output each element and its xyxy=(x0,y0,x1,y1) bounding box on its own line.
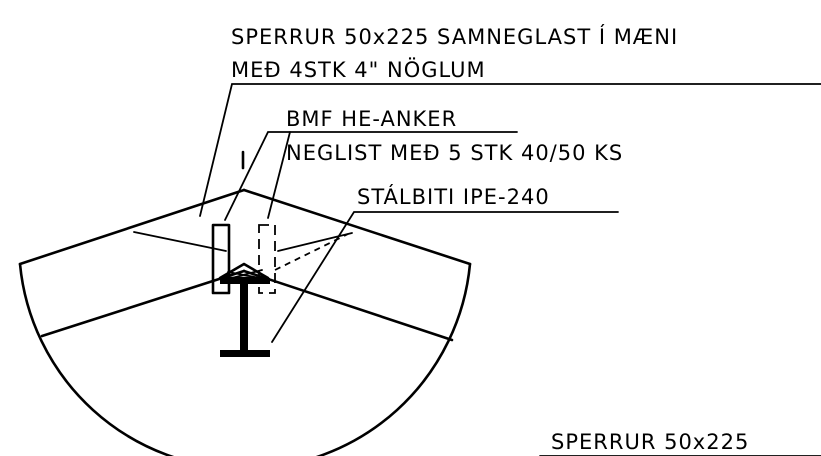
right-rafter-top-edge xyxy=(242,188,472,266)
ridge-joint-left xyxy=(133,231,227,252)
label-rafter-spec-line1: SPERRUR 50x225 SAMNEGLAST Í MÆNI xyxy=(231,24,678,49)
he-anchor-left xyxy=(211,223,231,295)
left-rafter-top-edge xyxy=(18,188,246,266)
label-steel-beam: STÁLBITI IPE-240 xyxy=(357,184,550,209)
leader-rafter-spec xyxy=(199,83,821,217)
ipe-bottom-flange xyxy=(220,350,270,357)
left-rafter-bottom-edge xyxy=(40,269,246,338)
leader-steel-beam xyxy=(271,211,619,343)
he-anchor-right xyxy=(258,224,276,294)
leader-anchor xyxy=(224,131,518,221)
label-rafter-spec-line2: MEÐ 4STK 4" NÖGLUM xyxy=(231,57,486,82)
ridge-joint-right xyxy=(277,232,353,252)
ipe-web xyxy=(240,284,248,350)
anchor-saddle-brace-right xyxy=(231,269,263,279)
label-anchor-line1: BMF HE-ANKER xyxy=(286,107,457,131)
leader-anchor-second xyxy=(267,131,291,219)
detail-boundary-arc xyxy=(18,262,472,456)
label-rafter-bottom: SPERRUR 50x225 xyxy=(551,430,749,454)
label-anchor-line2: NEGLIST MEÐ 5 STK 40/50 KS xyxy=(286,141,623,165)
right-rafter-bottom-edge xyxy=(242,269,454,342)
ipe-top-flange xyxy=(220,278,270,284)
